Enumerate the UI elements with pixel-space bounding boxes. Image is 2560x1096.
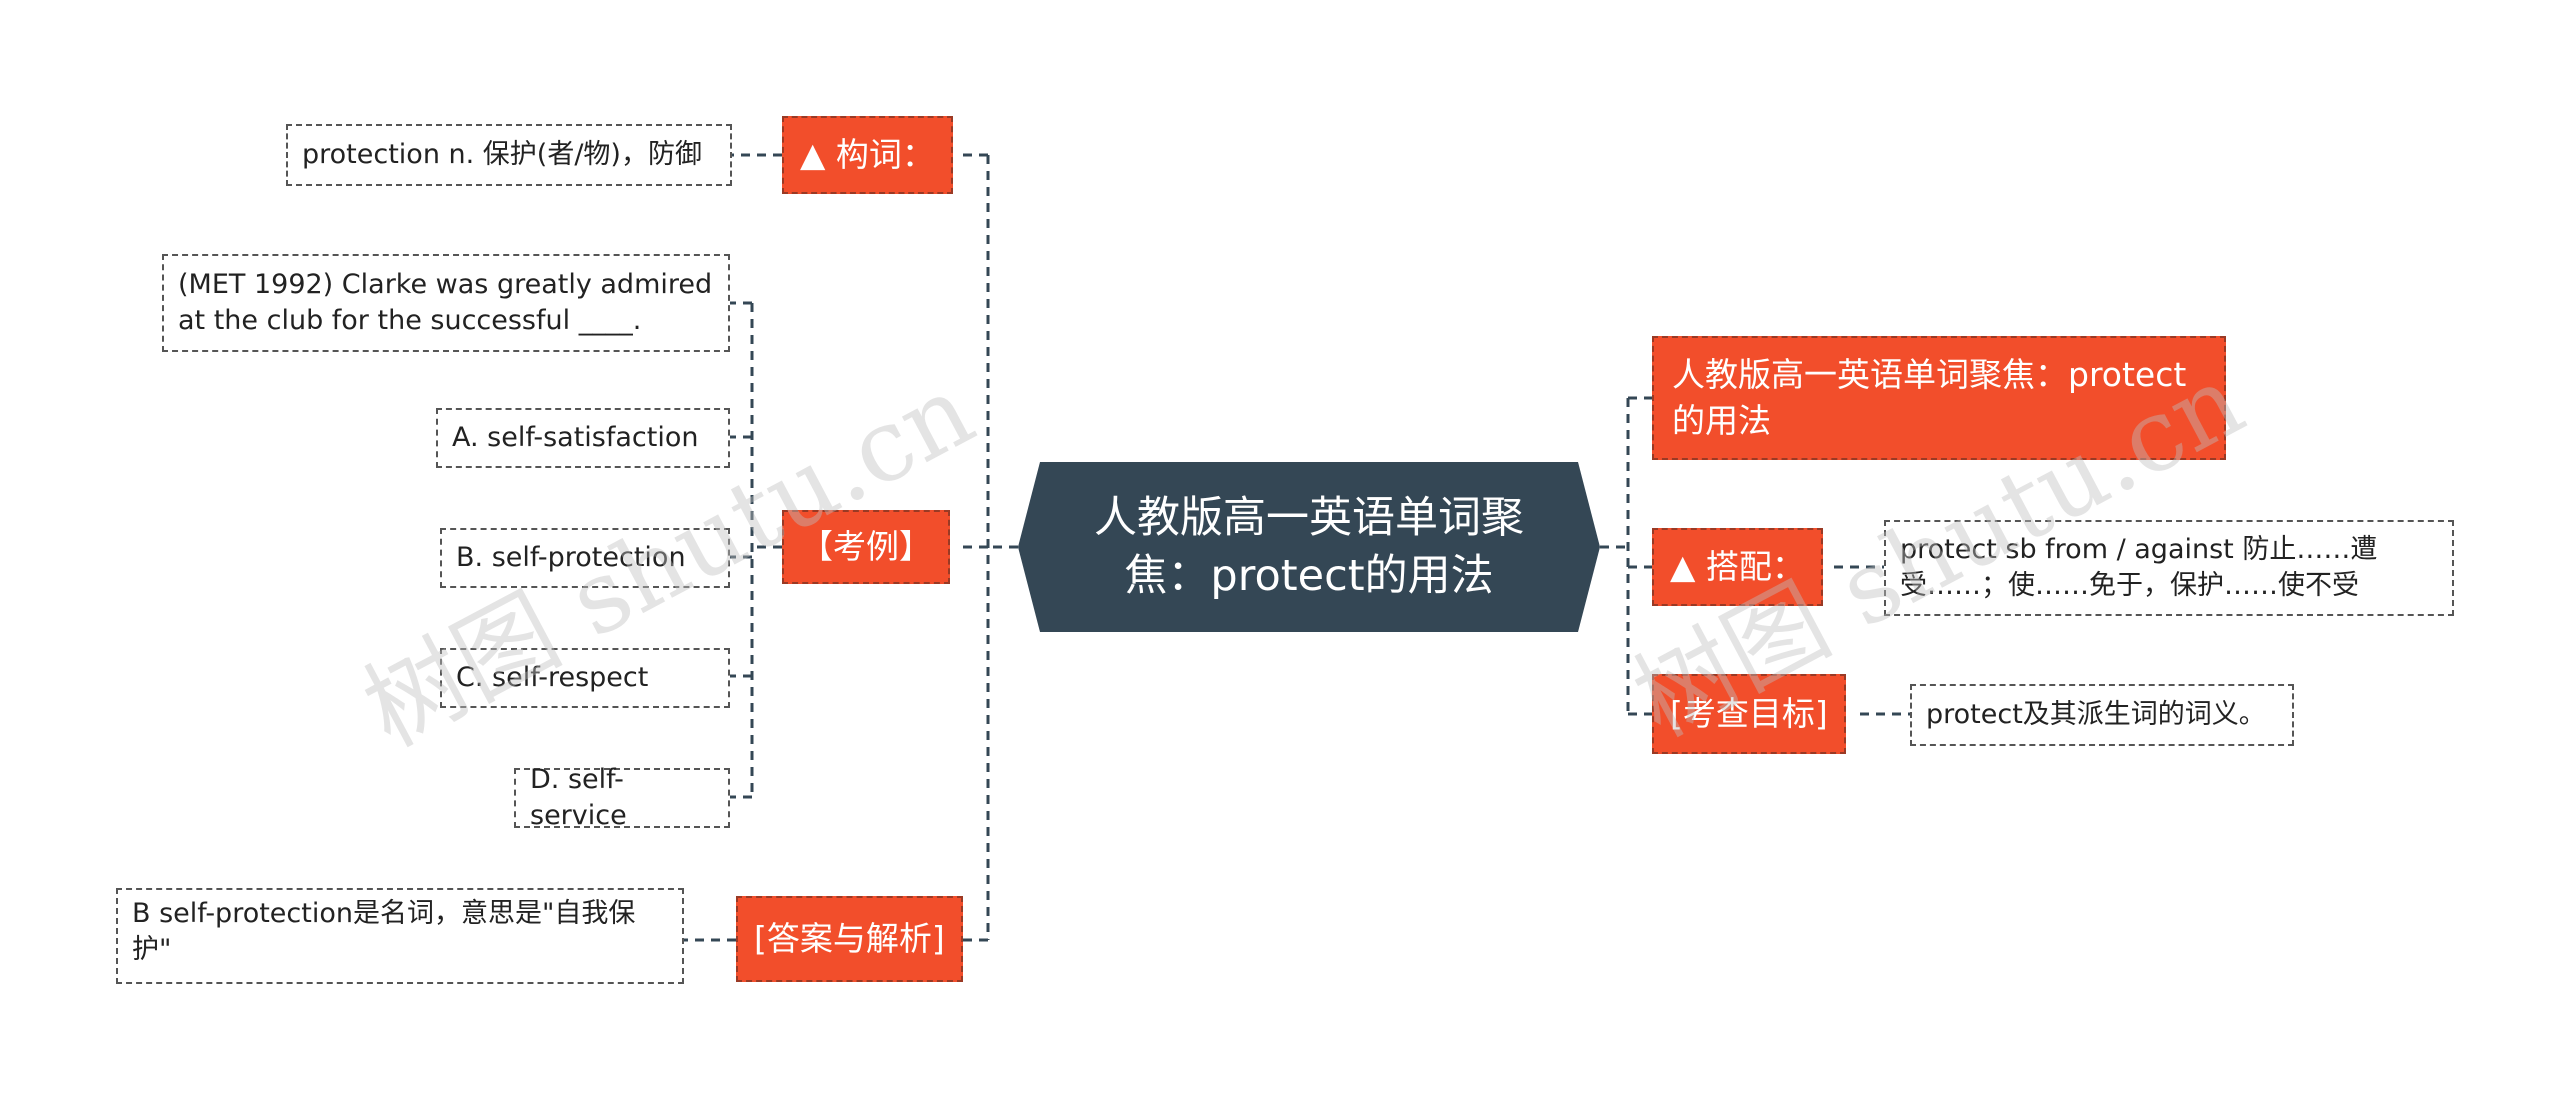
leaf-collocation-text: protect sb from / against 防止……遭受……；使……免于… xyxy=(1900,534,2378,601)
leaf-target-text: protect及其派生词的词义。 xyxy=(1926,699,2266,730)
branch-construction[interactable]: ▲ 构词： xyxy=(782,116,953,194)
branch-construction-label: ▲ 构词： xyxy=(800,135,935,174)
root-topic[interactable]: 人教版高一英语单词聚焦：protect的用法 xyxy=(1018,462,1600,632)
branch-title[interactable]: 人教版高一英语单词聚焦：protect的用法 xyxy=(1652,336,2226,460)
branch-example[interactable]: 【考例】 xyxy=(782,510,950,584)
branch-title-label: 人教版高一英语单词聚焦：protect的用法 xyxy=(1672,355,2187,440)
leaf-answer-text: B self-protection是名词，意思是"自我保护" xyxy=(132,898,636,965)
leaf-target-detail[interactable]: protect及其派生词的词义。 xyxy=(1910,684,2294,746)
root-topic-label: 人教版高一英语单词聚焦：protect的用法 xyxy=(1094,493,1524,601)
leaf-option-b-text: B. self-protection xyxy=(456,542,686,573)
leaf-option-b[interactable]: B. self-protection xyxy=(440,528,730,588)
connector-example-leaves xyxy=(730,301,782,799)
connector-root-right xyxy=(1600,396,1652,716)
leaf-collocation-detail[interactable]: protect sb from / against 防止……遭受……；使……免于… xyxy=(1884,520,2454,616)
leaf-answer-detail[interactable]: B self-protection是名词，意思是"自我保护" xyxy=(116,888,684,984)
leaf-construction-text: protection n. 保护(者/物)，防御 xyxy=(302,139,702,170)
branch-target-label: [考查目标] xyxy=(1670,694,1828,733)
leaf-option-d-text: D. self-service xyxy=(530,764,627,831)
leaf-example-question[interactable]: (MET 1992) Clarke was greatly admired at… xyxy=(162,254,730,352)
branch-collocation[interactable]: ▲ 搭配： xyxy=(1652,528,1823,606)
leaf-construction-detail[interactable]: protection n. 保护(者/物)，防御 xyxy=(286,124,732,186)
leaf-option-c-text: C. self-respect xyxy=(456,662,649,693)
leaf-option-c[interactable]: C. self-respect xyxy=(440,648,730,708)
branch-example-label: 【考例】 xyxy=(800,527,932,566)
branch-answer[interactable]: [答案与解析] xyxy=(736,896,963,982)
branch-target[interactable]: [考查目标] xyxy=(1652,674,1846,754)
leaf-option-a-text: A. self-satisfaction xyxy=(452,422,699,453)
leaf-option-a[interactable]: A. self-satisfaction xyxy=(436,408,730,468)
leaf-example-question-text: (MET 1992) Clarke was greatly admired at… xyxy=(178,269,713,336)
leaf-option-d[interactable]: D. self-service xyxy=(514,764,730,831)
branch-collocation-label: ▲ 搭配： xyxy=(1670,547,1805,586)
connector-root-left xyxy=(962,153,1018,942)
branch-answer-label: [答案与解析] xyxy=(754,919,945,958)
